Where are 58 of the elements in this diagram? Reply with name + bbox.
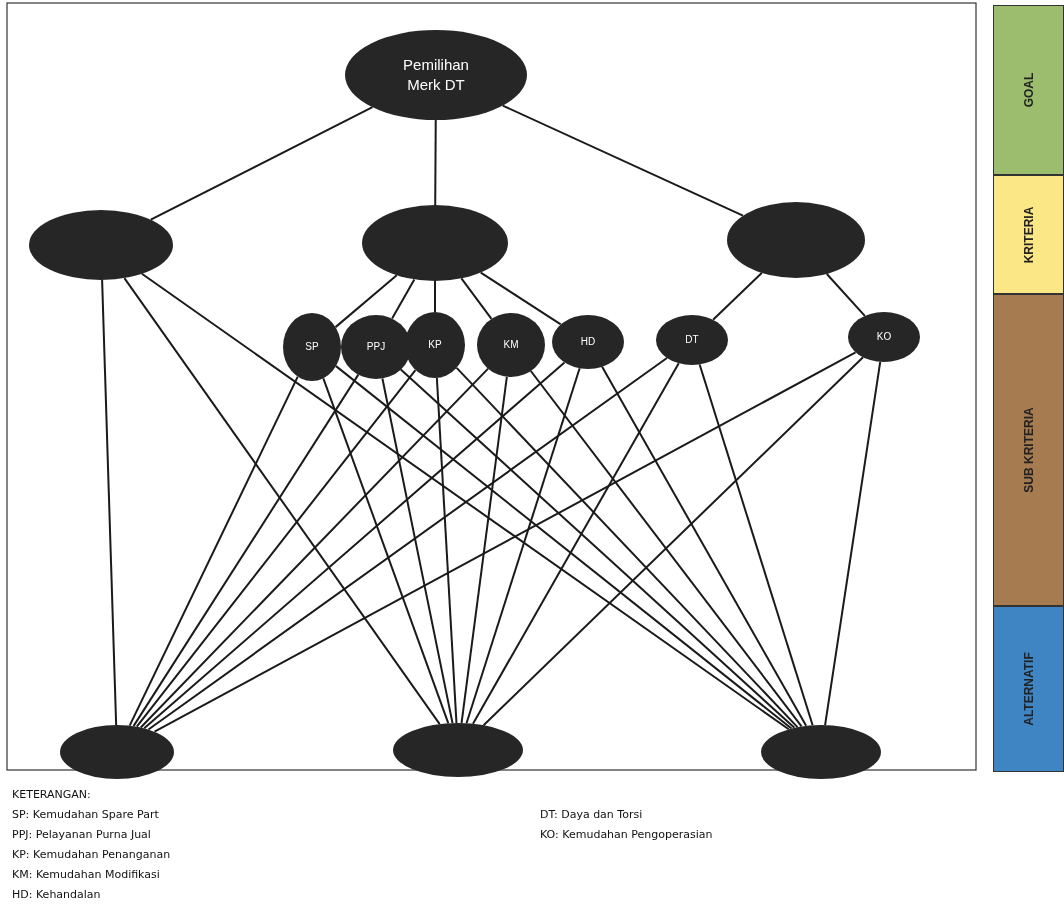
connector-line: [434, 119, 437, 206]
connector-line: [460, 375, 508, 725]
connector-line: [139, 367, 490, 729]
connector-line: [601, 365, 808, 727]
connector-line: [698, 363, 814, 727]
abbreviation-note: KP: Kemudahan Penanganan: [12, 848, 171, 861]
node-label: DT: [685, 333, 699, 347]
connector-line: [529, 370, 803, 728]
node-label: ALTERNATIF: [1020, 652, 1037, 726]
connector-line: [132, 373, 360, 728]
connector-line: [435, 376, 458, 724]
node-label: GOAL: [1020, 72, 1037, 108]
abbreviation-note: PPJ: Pelayanan Purna Jual: [12, 828, 151, 841]
connector-line: [825, 273, 866, 317]
node-label: SUB KRITERIA: [1020, 407, 1037, 493]
connector-line: [147, 356, 668, 731]
node-label: KRITERIA: [1020, 206, 1037, 263]
connector-line: [143, 361, 566, 730]
connector-line: [712, 271, 763, 321]
connector-line: [501, 104, 744, 217]
connector-line: [135, 369, 417, 728]
abbreviation-note: DT: Daya dan Torsi: [540, 808, 643, 821]
connector-line: [472, 362, 680, 725]
node-label: HD: [580, 335, 596, 349]
connector-line: [399, 368, 796, 729]
connector-line: [455, 366, 799, 729]
node-label: Pemilihan Merk DT: [402, 54, 470, 95]
connector-line: [128, 375, 299, 727]
node-label: KP: [428, 338, 442, 352]
connector-line: [482, 356, 865, 727]
level-band: [993, 5, 1064, 175]
connector-line: [460, 277, 493, 320]
level-band: [993, 606, 1064, 772]
abbreviation-note: HD: Kehandalan: [12, 888, 101, 901]
connector-line: [391, 278, 416, 320]
node-label: KM: [503, 338, 519, 352]
connector-line: [434, 280, 436, 313]
node-label: PPJ: [366, 340, 386, 354]
level-band: [993, 175, 1064, 294]
connector-line: [465, 367, 581, 725]
connector-line: [322, 377, 450, 725]
level-band: [993, 294, 1064, 606]
abbreviation-note: KM: Kemudahan Modifikasi: [12, 868, 160, 881]
legend-heading: KETERANGAN:: [12, 788, 91, 801]
connector-line: [334, 274, 398, 329]
node-label: KO: [876, 330, 892, 344]
connector-line: [101, 279, 118, 726]
connector-line: [153, 351, 857, 733]
connector-line: [335, 365, 793, 730]
abbreviation-note: KO: Kemudahan Pengoperasian: [540, 828, 713, 841]
connector-line: [479, 271, 562, 326]
abbreviation-note: SP: Kemudahan Spare Part: [12, 808, 159, 821]
connector-line: [381, 377, 454, 725]
node-label: SP: [305, 340, 319, 354]
connector-line: [149, 106, 374, 221]
connector-line: [824, 360, 882, 727]
connector-line: [140, 272, 790, 731]
connector-line: [123, 277, 441, 726]
